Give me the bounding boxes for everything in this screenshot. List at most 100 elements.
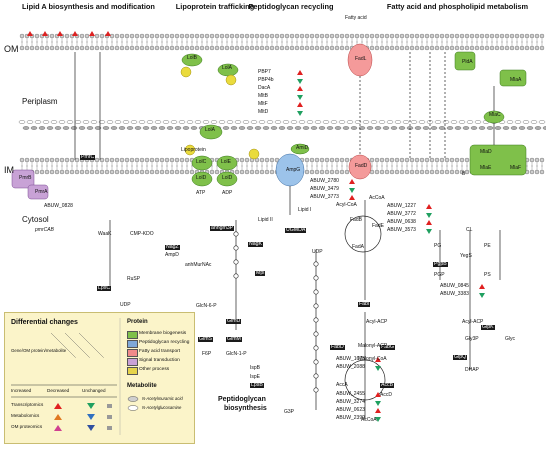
lipid-head xyxy=(39,169,45,175)
lipid-head xyxy=(314,33,320,39)
lipid-head xyxy=(354,33,360,39)
peptidoglycan-unit xyxy=(298,120,306,124)
peptidoglycan-unit xyxy=(486,126,494,130)
lipid-head xyxy=(524,33,530,39)
peptidoglycan-unit xyxy=(158,126,166,130)
lipid-head xyxy=(539,157,545,163)
lps-marker xyxy=(57,31,63,36)
lipid-head xyxy=(59,157,65,163)
peptidoglycan-unit xyxy=(350,126,358,130)
peptidoglycan-unit xyxy=(34,120,42,124)
lipid-head xyxy=(369,45,375,51)
lipid-head xyxy=(334,33,340,39)
lipid-head xyxy=(519,33,525,39)
label-pg: PG xyxy=(434,243,442,249)
lipid-head xyxy=(394,45,400,51)
lipid-head xyxy=(404,157,410,163)
lipid-head xyxy=(214,33,220,39)
lipid-head xyxy=(324,45,330,51)
protein-lpxC: LpxC xyxy=(97,285,112,292)
legend-col-gene: Gene/OM protein/metabolite xyxy=(11,348,67,353)
lipid-head xyxy=(144,33,150,39)
peptidoglycan-unit xyxy=(150,126,158,130)
label-f6p: F6P xyxy=(202,351,212,357)
lipid-head xyxy=(224,33,230,39)
lipoprotein-circle xyxy=(225,74,237,86)
label-dhap: DHAP xyxy=(465,367,479,373)
lipid-head xyxy=(74,45,80,51)
peptidoglycan-unit xyxy=(186,120,194,124)
lipid-head xyxy=(329,33,335,39)
peptidoglycan-unit xyxy=(534,126,542,130)
peptidoglycan-unit xyxy=(474,120,482,124)
lipid-head xyxy=(384,45,390,51)
lipid-head xyxy=(439,169,445,175)
lipid-head xyxy=(409,33,415,39)
lipid-head xyxy=(59,45,65,51)
peptidoglycan-unit xyxy=(126,126,134,130)
lipid-head xyxy=(394,169,400,175)
lipid-head xyxy=(364,33,370,39)
protein-lolE: LolE xyxy=(221,159,232,165)
lipid-head xyxy=(419,157,425,163)
peptidoglycan-unit xyxy=(90,120,98,124)
lipid-head xyxy=(219,45,225,51)
peptidoglycan-unit xyxy=(494,126,502,130)
lipid-head xyxy=(294,33,300,39)
protein-ampG: AmpG xyxy=(286,167,301,173)
legend-marker-unchanged xyxy=(107,415,112,419)
gene-label: ABUW_0845 xyxy=(440,283,469,289)
lipid-head xyxy=(174,45,180,51)
protein-accB: AccB xyxy=(380,382,395,389)
lipid-head xyxy=(344,157,350,163)
lipid-head xyxy=(164,157,170,163)
peptidoglycan-unit xyxy=(94,126,102,130)
lipid-head xyxy=(374,33,380,39)
lipid-head xyxy=(189,169,195,175)
lipid-head xyxy=(534,33,540,39)
lipid-head xyxy=(464,157,470,163)
lipid-head xyxy=(419,33,425,39)
lipid-head xyxy=(174,157,180,163)
lipid-head xyxy=(344,169,350,175)
lolD-right-shape xyxy=(216,171,238,187)
protein-lolC: LolC xyxy=(196,159,207,165)
lipid-head xyxy=(119,157,125,163)
lipid-head xyxy=(374,157,380,163)
increase-marker xyxy=(375,392,381,397)
lipid-head xyxy=(429,45,435,51)
peptidoglycan-unit xyxy=(358,126,366,130)
lipid-head xyxy=(474,45,480,51)
lipid-head xyxy=(184,157,190,163)
plda-shape xyxy=(454,51,476,71)
legend-marker-down xyxy=(87,414,95,420)
lipid-head xyxy=(489,45,495,51)
legend-marker-up xyxy=(54,414,62,420)
lipid-head xyxy=(434,169,440,175)
lipid-head xyxy=(174,33,180,39)
lipid-head xyxy=(229,45,235,51)
peptidoglycan-unit xyxy=(478,126,486,130)
peptidoglycan-unit xyxy=(122,120,130,124)
peptidoglycan-unit xyxy=(106,120,114,124)
lipid-head xyxy=(109,169,115,175)
lipid-head xyxy=(54,169,60,175)
peptidoglycan-unit xyxy=(78,126,86,130)
peptidoglycan-unit xyxy=(58,120,66,124)
lipid-head xyxy=(389,157,395,163)
pmrA-shape xyxy=(27,184,49,200)
legend-marker-unchanged xyxy=(107,426,112,430)
peptidoglycan-unit xyxy=(282,120,290,124)
peptidoglycan-unit xyxy=(286,126,294,130)
label-acoa: AcCoA xyxy=(369,195,385,201)
lipid-head xyxy=(149,45,155,51)
lipid-head xyxy=(264,169,270,175)
pathway-node xyxy=(313,261,319,267)
label-gly3p: Gly3P xyxy=(465,336,479,342)
label-adp: ADP xyxy=(222,190,233,196)
protein-fabD: FabD xyxy=(330,344,345,351)
lipid-head xyxy=(454,33,460,39)
lipid-head xyxy=(154,169,160,175)
gene-label: ABUW_2088 xyxy=(336,364,365,370)
lipid-head xyxy=(379,45,385,51)
